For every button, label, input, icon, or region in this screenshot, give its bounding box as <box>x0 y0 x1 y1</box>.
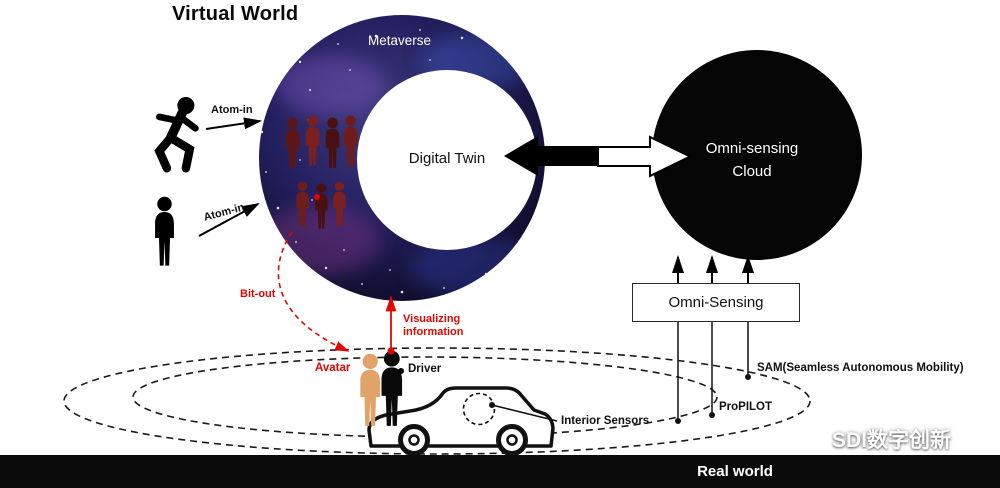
real-people <box>155 97 195 266</box>
omni-sensing-box-label: Omni-Sensing <box>668 294 764 311</box>
real-world-bar: Real world <box>0 455 1000 488</box>
digital-twin-label: Digital Twin <box>408 150 486 167</box>
cloud-label-line1: Omni-sensing <box>705 140 799 157</box>
car-outline <box>367 386 558 456</box>
avatar-label: Avatar <box>315 362 351 374</box>
real-world-label: Real world <box>697 463 773 480</box>
virtual-world-title: Virtual World <box>172 3 299 25</box>
bidirectional-arrow <box>504 135 693 178</box>
propilot-label: ProPILOT <box>719 401 773 413</box>
front-wheel <box>398 424 430 456</box>
interior-sensors-label: Interior Sensors <box>561 415 650 427</box>
avatar-figure <box>360 353 381 426</box>
interior-sensor-circle <box>462 392 496 426</box>
visualizing-information-label: Visualizing information <box>403 313 464 338</box>
digital-twin-circle <box>357 70 537 250</box>
route-ellipse-outer <box>63 347 811 455</box>
metaverse-ring <box>259 15 545 301</box>
standing-silhouette <box>155 196 174 266</box>
box-to-cloud-arrows <box>672 255 754 283</box>
cloud-label-line2: Cloud <box>732 162 772 180</box>
cloud-circle <box>652 50 862 260</box>
route-ellipse-inner <box>132 356 718 438</box>
sam-label: SAM(Seamless Autonomous Mobility) <box>757 362 964 374</box>
dashed-route-ellipses <box>63 347 811 455</box>
watermark-logo-icon <box>796 427 824 453</box>
driver-dot <box>398 368 404 374</box>
watermark: SDI数字创新 <box>793 424 951 454</box>
red-flows <box>277 231 397 355</box>
omni-sensing-cloud-label: Omni-sensing Cloud <box>706 138 799 183</box>
atom-in-arrows <box>198 117 262 237</box>
driver-label: Driver <box>408 363 442 375</box>
atom-in-label-top: Atom-in <box>211 104 253 116</box>
highlight-dot <box>314 194 320 200</box>
bit-out-label: Bit-out <box>240 288 276 300</box>
watermark-text: SDI数字创新 <box>832 429 952 452</box>
metaverse-label: Metaverse <box>368 33 432 48</box>
omni-sensing-box: Omni-Sensing <box>632 283 800 322</box>
rear-wheel <box>496 424 528 456</box>
metaverse-avatars <box>285 115 358 229</box>
sensor-lines <box>675 321 751 424</box>
runner-silhouette <box>159 97 195 168</box>
